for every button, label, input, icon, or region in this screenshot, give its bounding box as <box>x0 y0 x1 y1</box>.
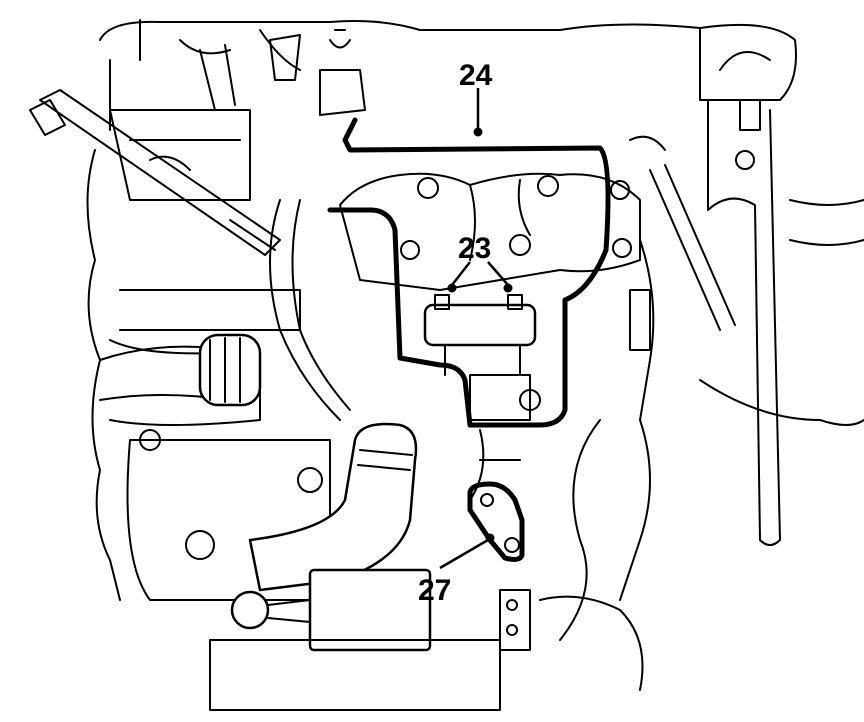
hoses-left <box>99 199 351 421</box>
egr-valve-block <box>423 294 541 421</box>
callout-27-label: 27 <box>418 574 451 607</box>
callout-23: 23 <box>447 232 513 293</box>
exhaust-manifold <box>339 172 641 291</box>
engine-block-outline <box>86 19 797 601</box>
bracket-27-hole-top <box>480 493 494 507</box>
callout-24-label: 24 <box>459 59 493 92</box>
bracket-27-hole <box>504 537 520 553</box>
bracket-27 <box>467 481 525 562</box>
callout-27: 27 <box>418 533 495 607</box>
turbo-pipe-lower <box>230 422 432 652</box>
egr-pipe-outline <box>327 117 611 428</box>
sensor-connectors-top <box>199 29 366 116</box>
callout-23-label: 23 <box>458 232 491 265</box>
block-right-side <box>209 239 655 711</box>
vertical-tubes-right <box>629 99 864 546</box>
dipstick-tube <box>29 89 281 256</box>
callout-24: 24 <box>459 59 493 137</box>
